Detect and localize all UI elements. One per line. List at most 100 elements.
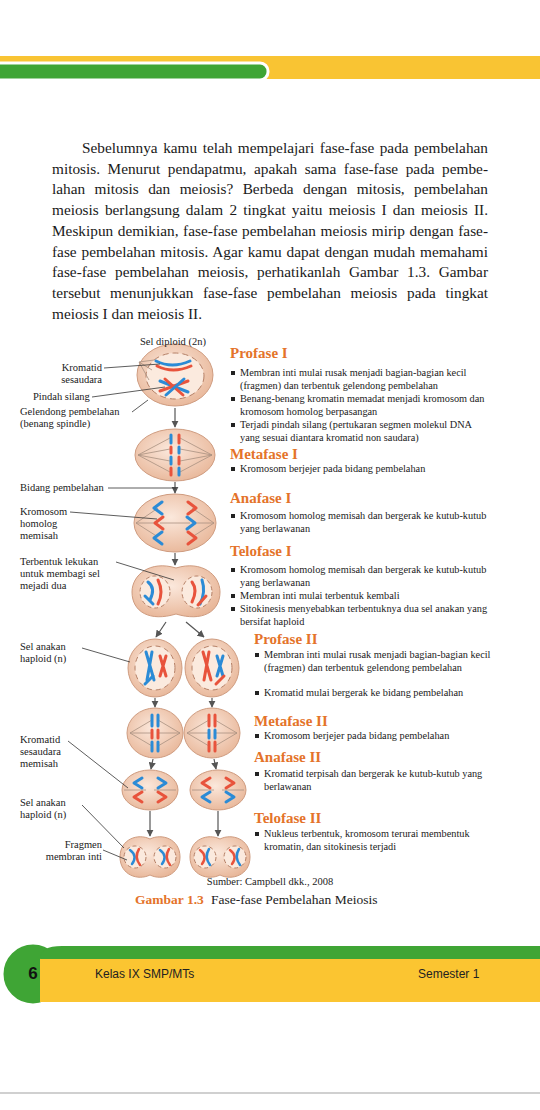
telophase-one-cell <box>140 576 170 608</box>
prophase-two-cells <box>217 656 223 676</box>
prophase-one-cell <box>157 366 191 370</box>
prophase-two-cells <box>160 656 166 676</box>
telophase-two-cells <box>207 849 210 865</box>
phase-bullet: Benang-benang kromatin memadat menjadi k… <box>230 393 492 418</box>
body-paragraph: Sebelumnya kamu telah mempelajari fase-f… <box>52 138 488 324</box>
stage-arrows <box>151 759 153 769</box>
anaphase-one-cell <box>188 502 196 514</box>
telophase-two-cells <box>194 846 216 868</box>
phase-bullet: Kromatid terpisah dan bergerak ke kutub-… <box>254 768 520 793</box>
phase-bullet: Sitokinesis menyebabkan terbentuknya dua… <box>230 603 492 628</box>
prophase-one-cell <box>146 353 204 399</box>
stage-arrows <box>186 622 204 637</box>
stage-arrows <box>156 622 166 637</box>
footer-green-strip <box>40 946 540 959</box>
prophase-two-cells <box>135 646 175 690</box>
metaphase-one-cell <box>178 447 181 453</box>
metaphase-one-cell <box>170 447 173 453</box>
telophase-two-cells <box>130 850 135 864</box>
stage-arrows <box>217 811 218 836</box>
leader-lines <box>70 512 157 519</box>
telophase-two-cells <box>230 850 235 864</box>
telophase-one-cell <box>145 580 206 605</box>
metaphase-one-cell <box>138 438 212 472</box>
callout-label: Bidang pembelahan <box>20 482 130 494</box>
telophase-two-cells <box>224 846 246 868</box>
anaphase-two-cells <box>134 792 142 802</box>
phase-bullet: Membran inti mulai terbentuk kembali <box>230 590 492 603</box>
metaphase-one-cell <box>170 457 173 464</box>
phase-heading: Metafase II <box>254 713 454 730</box>
callout-label: Fragmen membran inti <box>30 839 102 863</box>
stage-arrows <box>174 553 175 565</box>
anaphase-two-cells <box>134 778 142 788</box>
leader-lines <box>104 364 160 368</box>
metaphase-one-cell <box>135 429 215 481</box>
telophase-one-cell <box>148 582 153 600</box>
anaphase-one-cell <box>154 502 196 544</box>
stage-arrows <box>174 408 175 427</box>
prophase-two-cells <box>192 646 232 690</box>
prophase-one-cell <box>139 360 154 380</box>
telophase-two-cells <box>124 846 246 868</box>
phase-bullet: Kromatid mulai bergerak ke bidang pembel… <box>254 687 504 700</box>
node-text: Semester 1 <box>418 967 479 981</box>
bottom-rule <box>0 1092 540 1094</box>
metaphase-one-cell <box>135 429 215 481</box>
telophase-one-cell <box>132 566 220 617</box>
telophase-one-cell <box>182 576 212 608</box>
source-note: Sumber: Campbell dkk., 2008 <box>0 876 540 887</box>
prophase-one-cell <box>165 379 183 395</box>
telophase-two-cells <box>120 837 180 878</box>
phase-heading: Profase II <box>254 631 454 648</box>
leader-lines <box>92 387 165 397</box>
prophase-two-cells <box>145 652 224 684</box>
callout-label: Gelendong pembelahan (benang spindle) <box>20 406 132 430</box>
telophase-one-cell <box>192 582 195 602</box>
phase-heading: Anafase I <box>230 490 430 507</box>
metaphase-one-cell <box>178 468 181 475</box>
metaphase-one-cell <box>178 435 181 443</box>
stage-arrows <box>150 408 218 836</box>
metaphase-one-cell <box>178 457 181 464</box>
phase-bullet: Membran inti mulai rusak menjadi bagian-… <box>254 649 492 674</box>
telophase-one-cell <box>145 596 153 604</box>
telophase-two-cells <box>130 849 240 865</box>
leader-lines <box>82 648 130 662</box>
anaphase-one-cell <box>134 494 216 552</box>
header-band <box>0 56 540 80</box>
anaphase-one-cell <box>154 532 162 544</box>
telophase-two-cells <box>200 850 205 864</box>
phase-bullet: Kromosom berjejer pada bidang pembelahan <box>230 463 492 476</box>
figure-number: Gambar 1.3 <box>135 892 215 908</box>
phase-bullet: Kromosom berjejer pada bidang pembelahan <box>254 730 504 743</box>
leader-lines <box>68 364 176 860</box>
metaphase-one-cell <box>170 435 173 443</box>
callout-label: Kromatid sesaudara <box>40 362 102 386</box>
metaphase-two-cells <box>130 720 237 746</box>
telophase-two-cells <box>137 849 140 865</box>
leader-lines <box>108 488 176 489</box>
telophase-two-cells <box>120 837 250 878</box>
metaphase-two-cells <box>127 708 240 758</box>
anaphase-two-cells <box>134 778 234 802</box>
anaphase-one-cell <box>134 494 216 552</box>
telophase-two-cells <box>154 846 176 868</box>
prophase-one-cell <box>137 344 213 406</box>
leader-lines <box>116 562 174 580</box>
anaphase-two-cells <box>124 790 244 791</box>
telophase-one-cell <box>132 566 220 617</box>
prophase-two-cells <box>216 676 224 684</box>
telophase-two-cells <box>237 849 240 865</box>
phase-heading: Metafase I <box>230 446 430 463</box>
phase-bullet: Membran inti mulai rusak menjadi bagian-… <box>230 367 492 392</box>
figure-caption: Fase-fase Pembelahan Meiosis <box>211 892 377 908</box>
metaphase-two-cells <box>152 742 158 751</box>
anaphase-two-cells <box>202 792 210 802</box>
metaphase-two-cells <box>209 715 215 726</box>
cell-label: Sel diploid (2n) <box>140 336 235 348</box>
prophase-one-cell <box>137 344 213 406</box>
header-band <box>0 63 268 80</box>
footer-band: Kelas IX SMP/MTsSemester 1 <box>40 946 540 1002</box>
